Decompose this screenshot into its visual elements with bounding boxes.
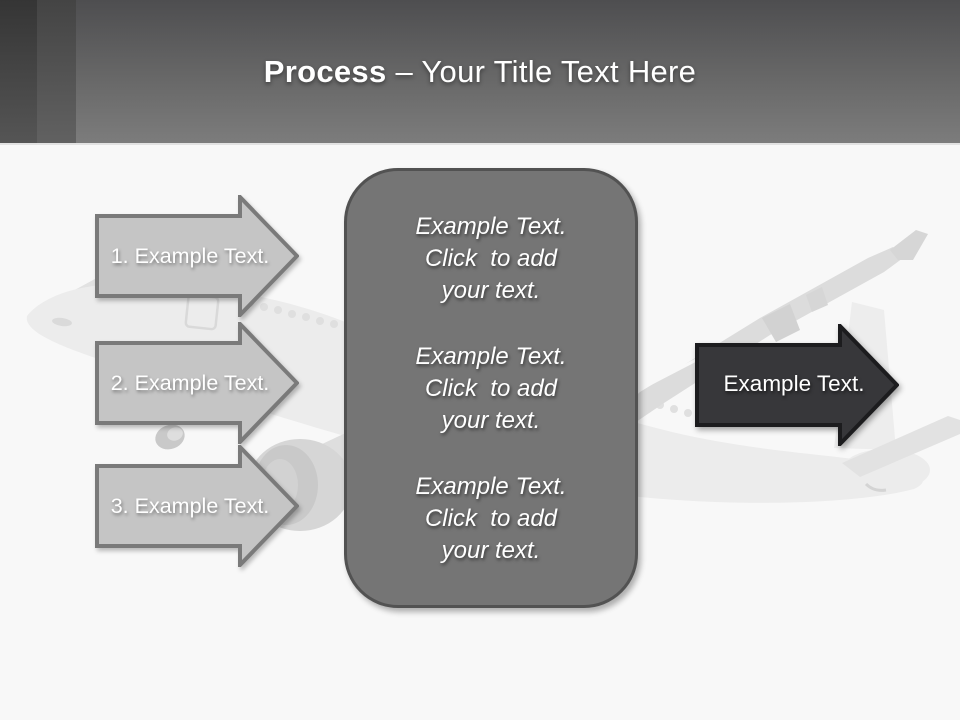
placeholder-text-block-2[interactable]: Example Text. Click to add your text. xyxy=(415,343,567,434)
slide-title-keyword: Process xyxy=(263,53,387,89)
process-arrow-2-shape[interactable] xyxy=(95,322,299,444)
placeholder-text-block-1[interactable]: Example Text. Click to add your text. xyxy=(415,213,567,304)
title-bar: Process – Your Title Text Here xyxy=(0,0,960,145)
accent-band-dark xyxy=(0,0,37,143)
result-arrow-label: Example Text. xyxy=(723,371,865,396)
slide-title-subtitle: – Your Title Text Here xyxy=(395,53,697,89)
process-arrow-2-label: 2. Example Text. xyxy=(110,370,270,395)
process-arrow-1-label: 1. Example Text. xyxy=(110,243,270,268)
process-arrow-1-shape[interactable] xyxy=(95,195,299,317)
accent-band-medium xyxy=(37,0,76,143)
content-panel[interactable]: Example Text. Click to add your text. Ex… xyxy=(344,168,638,608)
result-arrow-shape[interactable] xyxy=(695,324,899,446)
process-arrow-3-shape[interactable] xyxy=(95,445,299,567)
slide-title: Process – Your Title Text Here xyxy=(0,0,960,143)
process-arrow-3-label: 3. Example Text. xyxy=(110,493,270,518)
placeholder-text-block-3[interactable]: Example Text. Click to add your text. xyxy=(415,473,567,564)
